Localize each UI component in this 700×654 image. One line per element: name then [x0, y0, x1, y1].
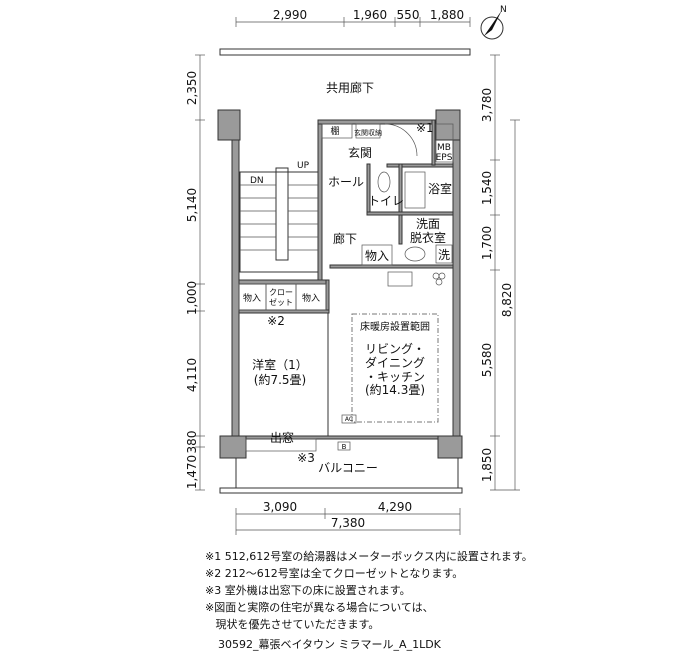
entrance-label: 玄関 [348, 145, 372, 160]
svg-text:8,820: 8,820 [500, 283, 514, 317]
ldk-size: (約14.3畳) [365, 382, 425, 397]
svg-text:N: N [500, 5, 507, 15]
floor-heating-label: 床暖房設置範囲 [360, 320, 430, 333]
svg-text:4,110: 4,110 [185, 358, 199, 392]
top-dimensions: 2,990 1,960 550 1,880 [235, 8, 471, 27]
corridor-label: 共用廊下 [326, 80, 374, 95]
plan-title: 30592_幕張ベイタウン ミラマール_A_1LDK [218, 638, 441, 651]
svg-text:UP: UP [297, 161, 310, 171]
washroom-label-2: 脱衣室 [410, 230, 446, 245]
svg-text:2,350: 2,350 [185, 71, 199, 105]
svg-text:B: B [342, 443, 347, 451]
svg-text:AC: AC [345, 416, 353, 423]
bottom-dimensions: 3,090 4,290 7,380 [235, 500, 461, 535]
kitchen-counter [387, 271, 413, 287]
ldk-label-1: リビング・ [365, 342, 425, 356]
toilet-label: トイレ [368, 194, 404, 208]
shelf-label: 棚 [330, 125, 339, 137]
ldk-label-3: ・キッチン [365, 370, 425, 384]
left-dimensions: 2,350 5,140 1,000 4,110 380 1,470 [185, 54, 205, 491]
dim-top-1: 2,990 [273, 8, 307, 22]
bay-window-label: 出窓 [270, 430, 294, 445]
storage-left-label: 物入 [243, 292, 261, 304]
dim-top-3: 550 [397, 8, 420, 22]
svg-text:380: 380 [185, 431, 199, 454]
svg-text:1,470: 1,470 [185, 455, 199, 489]
bath-label: 浴室 [428, 181, 452, 196]
storage-label: 物入 [365, 249, 389, 263]
eps-label: EPS [436, 153, 453, 163]
north-arrow-icon: N [480, 5, 507, 40]
svg-text:1,000: 1,000 [185, 281, 199, 315]
notes: ※1 512,612号室の給湯器はメーターボックス内に設置されます。 ※2 21… [205, 548, 533, 633]
sink-icon [404, 246, 426, 262]
note-1: ※1 512,612号室の給湯器はメーターボックス内に設置されます。 [205, 550, 533, 563]
stove-icon [432, 272, 446, 286]
entry-storage-label: 玄関収納 [354, 128, 382, 137]
balcony-label: バルコニー [318, 461, 378, 475]
svg-text:1,540: 1,540 [480, 171, 494, 205]
hallway-label: 廊下 [333, 231, 357, 246]
washer-label: 洗 [438, 248, 450, 262]
note3-mark: ※3 [297, 451, 315, 465]
storage-mid-label: 物入 [302, 292, 320, 304]
closet-label-1: クロー [269, 288, 293, 297]
note1-mark: ※1 [416, 121, 434, 135]
stairwell: DN UP [239, 161, 319, 273]
corridor-railing [219, 48, 471, 56]
note-2: ※2 212～612号室は全てクローゼットとなります。 [205, 567, 464, 580]
dim-top-4: 1,880 [430, 8, 464, 22]
note2-mark: ※2 [267, 314, 285, 328]
floor-heating-area [351, 313, 439, 423]
svg-text:5,580: 5,580 [480, 343, 494, 377]
right-dimensions: 3,780 1,540 1,700 5,580 1,850 8,820 [480, 54, 520, 491]
balcony-railing [219, 487, 463, 494]
closet-label-2: ゼット [269, 297, 293, 307]
ac-unit [341, 414, 357, 424]
svg-text:7,380: 7,380 [331, 516, 365, 530]
hall-label: ホール [328, 175, 364, 189]
dim-top-2: 1,960 [353, 8, 387, 22]
ldk-label-2: ダイニング [365, 355, 425, 370]
western-room-size: (約7.5畳) [254, 372, 306, 387]
note-3: ※3 室外機は出窓下の床に設置されます。 [205, 584, 411, 597]
svg-text:1,850: 1,850 [480, 448, 494, 482]
entrance-door [384, 123, 418, 157]
toilet-icon [377, 171, 391, 193]
note-5: 現状を優先させていただきます。 [205, 618, 380, 631]
svg-text:3,090: 3,090 [263, 500, 297, 514]
mb-label: MB [437, 143, 451, 153]
svg-text:DN: DN [250, 176, 264, 186]
svg-text:1,700: 1,700 [480, 226, 494, 260]
washroom-label-1: 洗面 [416, 217, 440, 231]
svg-text:5,140: 5,140 [185, 188, 199, 222]
svg-text:4,290: 4,290 [378, 500, 412, 514]
note-4: ※図面と実際の住宅が異なる場合については、 [205, 601, 434, 614]
svg-text:3,780: 3,780 [480, 88, 494, 122]
bathtub-icon [404, 171, 426, 209]
western-room-label: 洋室（1） [252, 357, 308, 372]
walls [217, 109, 463, 459]
